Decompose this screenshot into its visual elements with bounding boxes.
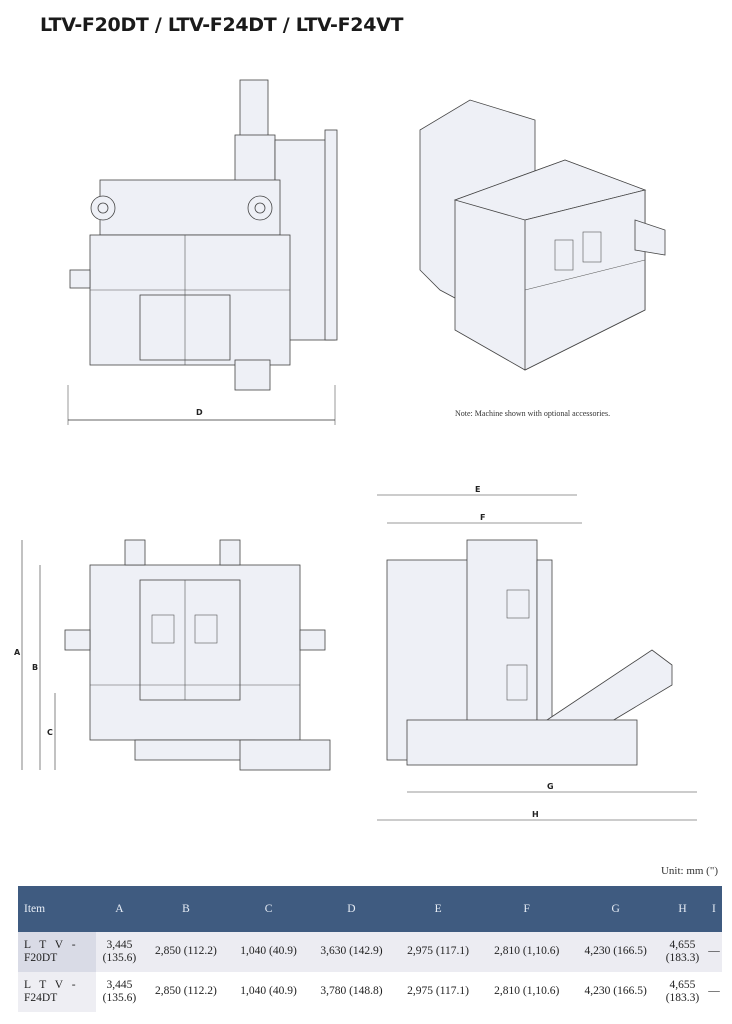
cell-a: 3,445(135.6) [96,972,143,1012]
header-f: F [481,886,573,932]
cell-h: 4,655(183.3) [659,932,706,972]
cell-b: 2,850 (112.2) [142,972,230,1012]
cell-f: 2,810 (1,10.6) [481,972,573,1012]
dimension-label-b: B [32,663,38,672]
table-row: L T V -F24DT 3,445(135.6) 2,850 (112.2) … [18,972,722,1012]
header-g: G [572,886,660,932]
cell-c: 1,040 (40.9) [229,972,308,1012]
header-c: C [229,886,308,932]
dimension-label-g: G [547,782,554,791]
cell-f: 2,810 (1,10.6) [481,932,573,972]
cell-item: L T V -F24DT [18,972,96,1012]
cell-c: 1,040 (40.9) [229,932,308,972]
dimension-label-d: D [196,408,203,417]
cell-b: 2,850 (112.2) [142,932,230,972]
cell-g: 4,230 (166.5) [572,932,660,972]
unit-label: Unit: mm (") [660,865,718,877]
cell-h-mm: 4,655 [669,938,696,951]
cell-a-in: (135.6) [102,992,137,1004]
table-row: L T V -F20DT 3,445(135.6) 2,850 (112.2) … [18,932,722,972]
cell-item: L T V -F20DT [18,932,96,972]
cell-i: — [705,932,722,972]
isometric-view-drawing [419,99,666,371]
cell-h-in: (183.3) [665,952,700,964]
side-view-drawing: E F G H [377,485,697,821]
front-view-drawing: A B C [14,539,331,771]
cell-d: 3,630 (142.9) [308,932,395,972]
item-line1: L T V - [24,938,79,951]
cell-e: 2,975 (117.1) [394,972,482,1012]
dimension-label-a: A [14,648,21,657]
cell-a-in: (135.6) [102,952,137,964]
header-a: A [96,886,143,932]
cell-g: 4,230 (166.5) [572,972,660,1012]
table-header-row: Item A B C D E F G H I [18,886,722,932]
header-item: Item [18,886,96,932]
cell-h-in: (183.3) [665,992,700,1004]
top-view-drawing: D [67,79,338,425]
cell-a-mm: 3,445 [106,978,133,991]
item-line2: F20DT [24,952,58,964]
header-i: I [705,886,722,932]
header-b: B [142,886,230,932]
cell-a: 3,445(135.6) [96,932,143,972]
dimension-label-e: E [475,485,480,494]
cell-i: — [705,972,722,1012]
dimension-label-h: H [532,810,539,819]
header-d: D [308,886,395,932]
dimensions-table: Item A B C D E F G H I L T V -F20DT 3,44… [18,886,722,1012]
cell-h-mm: 4,655 [669,978,696,991]
dimension-label-f: F [480,513,485,522]
cell-e: 2,975 (117.1) [394,932,482,972]
machine-note: Note: Machine shown with optional access… [455,409,611,418]
item-line1: L T V - [24,978,79,991]
header-e: E [394,886,482,932]
cell-h: 4,655(183.3) [659,972,706,1012]
page-title: LTV-F20DT / LTV-F24DT / LTV-F24VT [40,14,404,36]
cell-d: 3,780 (148.8) [308,972,395,1012]
dimension-label-c: C [47,728,53,737]
header-h: H [659,886,706,932]
cell-a-mm: 3,445 [106,938,133,951]
item-line2: F24DT [24,992,58,1004]
